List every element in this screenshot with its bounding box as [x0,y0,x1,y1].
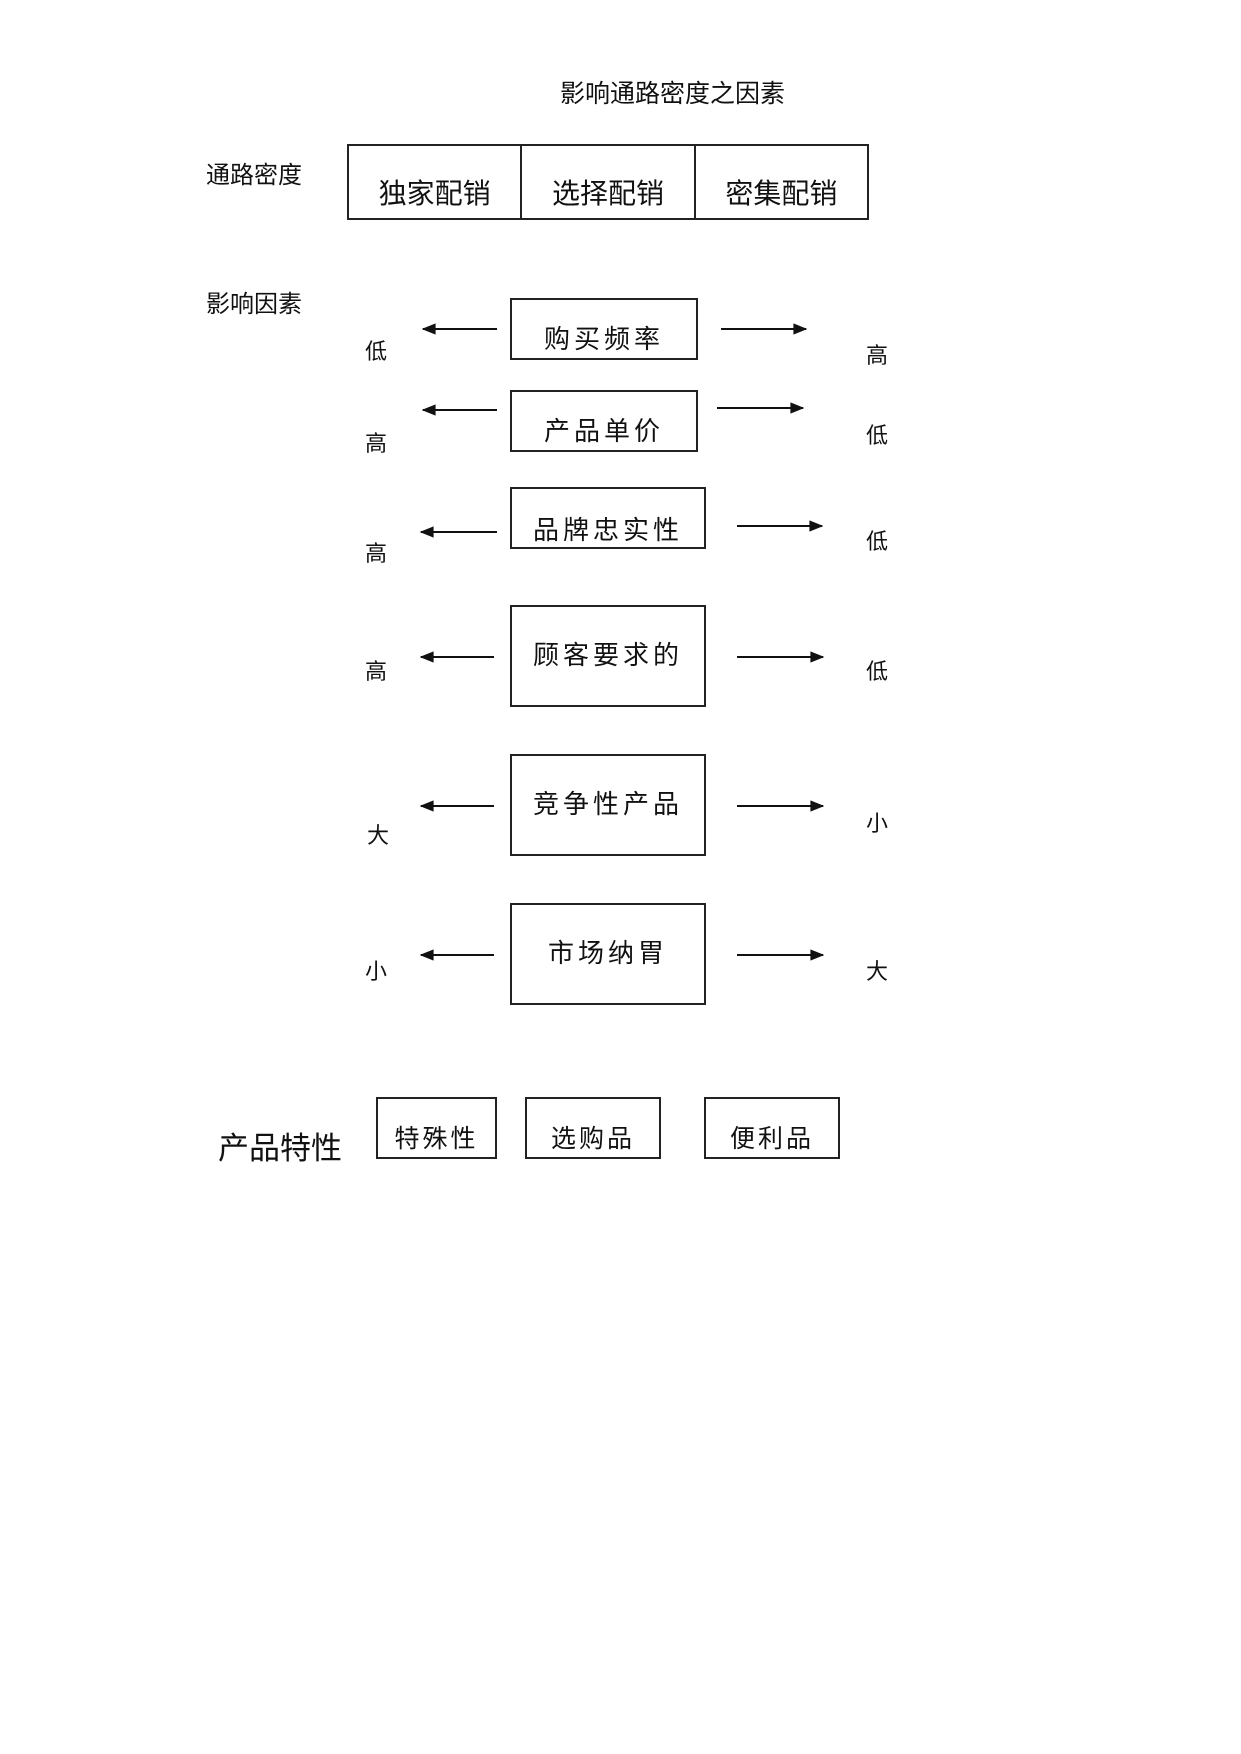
factor-right-label: 低 [866,424,889,449]
factor-box-brand-loyalty: 品牌忠实性 [510,487,706,549]
factor-box-unit-price: 产品单价 [510,390,698,452]
factor-right-label: 小 [866,812,889,837]
page-title: 影响通路密度之因素 [560,79,786,108]
factors-label: 影响因素 [206,290,302,318]
factor-right-label: 低 [866,660,889,685]
factor-left-label: 高 [365,432,388,457]
factor-left-label: 小 [365,960,388,985]
factor-right-label: 大 [866,960,889,985]
factor-right-label: 高 [866,344,889,369]
product-box-specialty: 特殊性 [376,1097,497,1159]
factor-box-customer-requirement: 顾客要求的 [510,605,706,707]
factor-right-label: 低 [866,530,889,555]
density-cell-selective: 选择配销 [520,146,693,218]
density-cell-exclusive: 独家配销 [378,177,491,210]
density-label: 通路密度 [206,161,302,189]
factor-left-label: 高 [365,542,388,567]
factor-left-label: 低 [365,340,388,365]
factor-box-market-capacity: 市场纳胃 [510,903,706,1005]
product-label: 产品特性 [218,1131,342,1167]
product-box-shopping: 选购品 [525,1097,661,1159]
factor-left-label: 高 [365,660,388,685]
factor-box-competitive-products: 竞争性产品 [510,754,706,856]
factor-left-label: 大 [367,824,390,849]
density-cell-intensive: 密集配销 [693,146,867,218]
factor-box-purchase-frequency: 购买频率 [510,298,698,360]
product-box-convenience: 便利品 [704,1097,840,1159]
density-row: 独家配销 选择配销 密集配销 [347,144,869,220]
